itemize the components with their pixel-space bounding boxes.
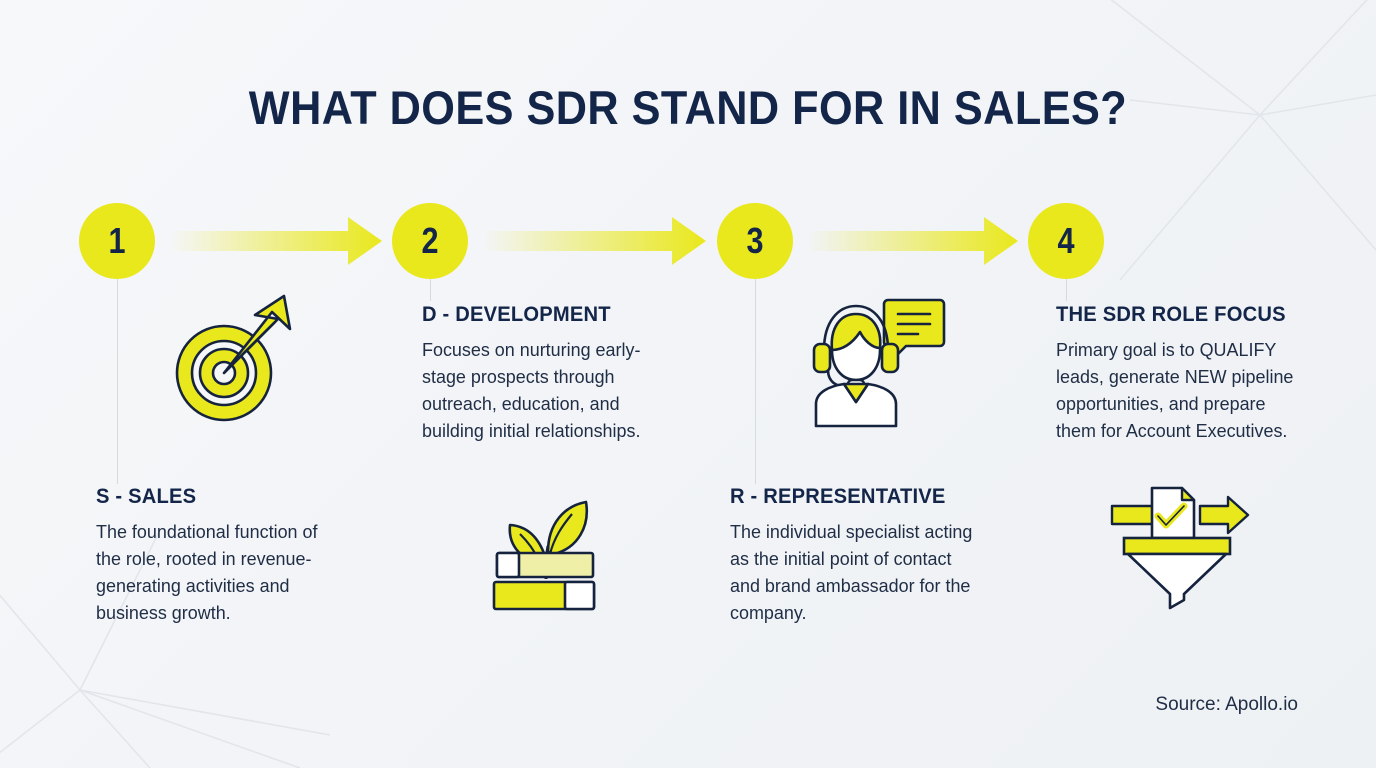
step-number-3: 3 (746, 220, 764, 261)
step-heading-3: R - REPRESENTATIVE (730, 485, 946, 508)
step-number-4: 4 (1057, 220, 1075, 261)
step-heading-1: S - SALES (96, 485, 197, 508)
step-body-4: Primary goal is to QUALIFY leads, genera… (1056, 339, 1294, 441)
step-block-1: S - SALES The foundational function of t… (96, 485, 344, 626)
arrow-2-to-3 (483, 217, 706, 265)
step-circle-1[interactable]: 1 (79, 203, 155, 279)
connector-line-step-4 (1066, 279, 1067, 301)
arrow-1-to-2 (170, 217, 382, 265)
step-body-2: Focuses on nurturing early-stage prospec… (422, 339, 641, 441)
connector-line-step-2 (430, 279, 431, 301)
step-circle-2[interactable]: 2 (392, 203, 468, 279)
step-number-1: 1 (108, 220, 126, 261)
headset-agent-icon (812, 298, 946, 428)
step-heading-4: THE SDR ROLE FOCUS (1056, 303, 1286, 326)
funnel-document-icon (1110, 486, 1250, 610)
step-body-3: The individual specialist acting as the … (730, 521, 973, 623)
step-body-1: The foundational function of the role, r… (96, 521, 318, 623)
arrow-3-to-4 (808, 217, 1018, 265)
seedling-books-icon (492, 500, 596, 611)
source-attribution: Source: Apollo.io (1155, 694, 1298, 715)
step-circle-3[interactable]: 3 (717, 203, 793, 279)
step-circle-4[interactable]: 4 (1028, 203, 1104, 279)
step-block-3: R - REPRESENTATIVE The individual specia… (730, 485, 988, 626)
connector-line-step-1 (117, 279, 118, 484)
target-arrow-icon (175, 294, 292, 422)
step-heading-2: D - DEVELOPMENT (422, 303, 611, 326)
step-number-2: 2 (421, 220, 439, 261)
connector-line-step-3 (755, 279, 756, 484)
page-title: WHAT DOES SDR STAND FOR IN SALES? (248, 81, 1128, 134)
step-block-4: THE SDR ROLE FOCUS Primary goal is to QU… (1056, 303, 1308, 444)
step-block-2: D - DEVELOPMENT Focuses on nurturing ear… (422, 303, 650, 444)
